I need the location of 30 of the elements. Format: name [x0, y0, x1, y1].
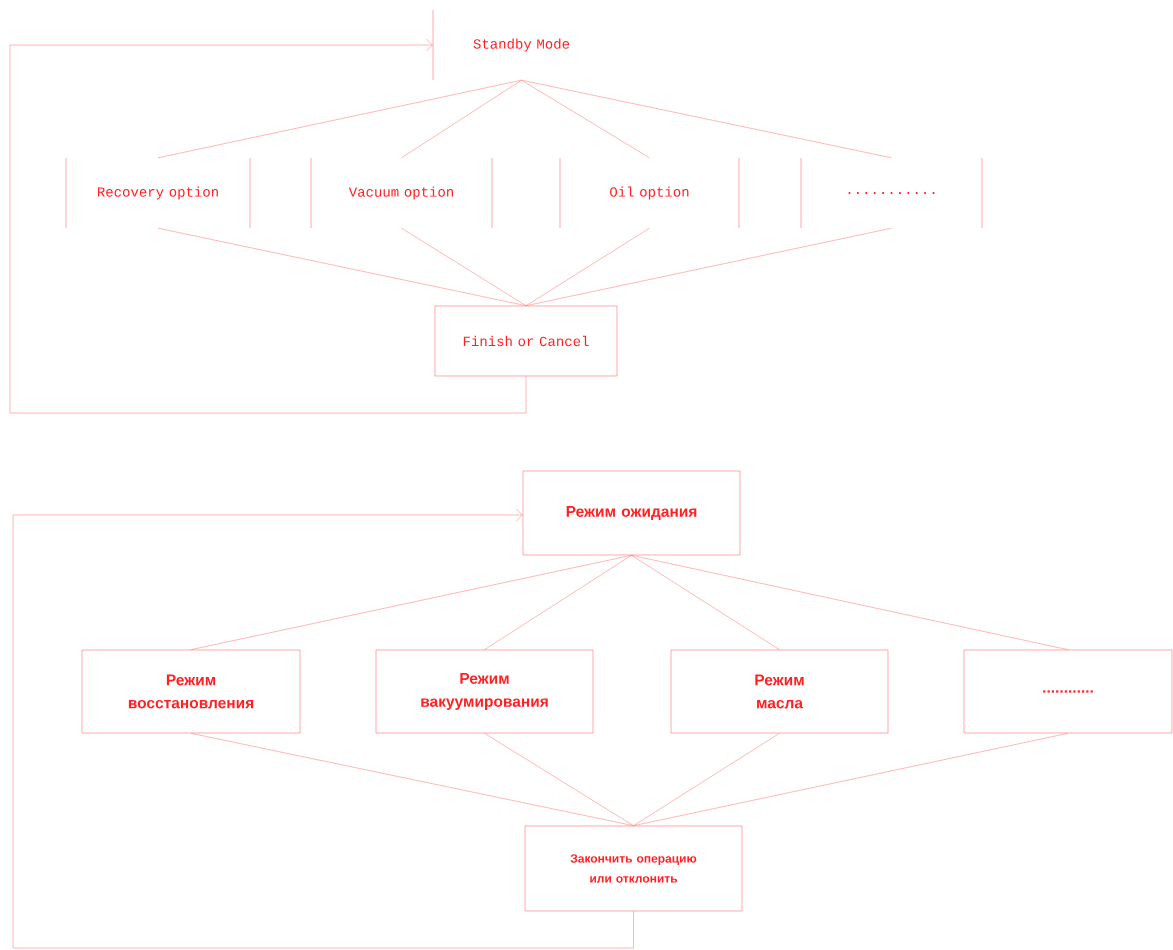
- connector: [633, 733, 780, 826]
- connector: [9, 38, 527, 414]
- connector: [525, 227, 650, 306]
- option-label: Vacuum option: [310, 157, 493, 229]
- connector: [525, 227, 892, 306]
- option-label: ...........: [800, 157, 983, 229]
- option-label: Oil option: [559, 157, 740, 229]
- process-box: Режим вакуумирования: [375, 649, 594, 734]
- connector: [631, 555, 780, 650]
- connector: [190, 733, 634, 826]
- process-box: Закончить операцию или отклонить: [524, 825, 743, 912]
- connector: [157, 79, 522, 159]
- connector: [633, 733, 1069, 826]
- connector: [521, 79, 650, 159]
- connector: [521, 79, 892, 159]
- process-box: Finish or Cancel: [434, 305, 618, 377]
- process-box: Режим масла: [670, 649, 889, 734]
- connector: [631, 555, 1069, 650]
- process-box: Режим ожидания: [522, 470, 741, 556]
- mode-label: Standby Mode: [432, 9, 570, 81]
- connector: [401, 227, 527, 306]
- connector: [484, 555, 632, 650]
- process-box: Режим восстановления: [81, 649, 301, 734]
- connector: [401, 79, 522, 159]
- connector: [190, 555, 632, 650]
- connector: [157, 227, 527, 306]
- connector: [12, 508, 634, 949]
- process-box: ............: [963, 649, 1173, 734]
- option-label: Recovery option: [65, 157, 251, 229]
- connector: [484, 733, 634, 826]
